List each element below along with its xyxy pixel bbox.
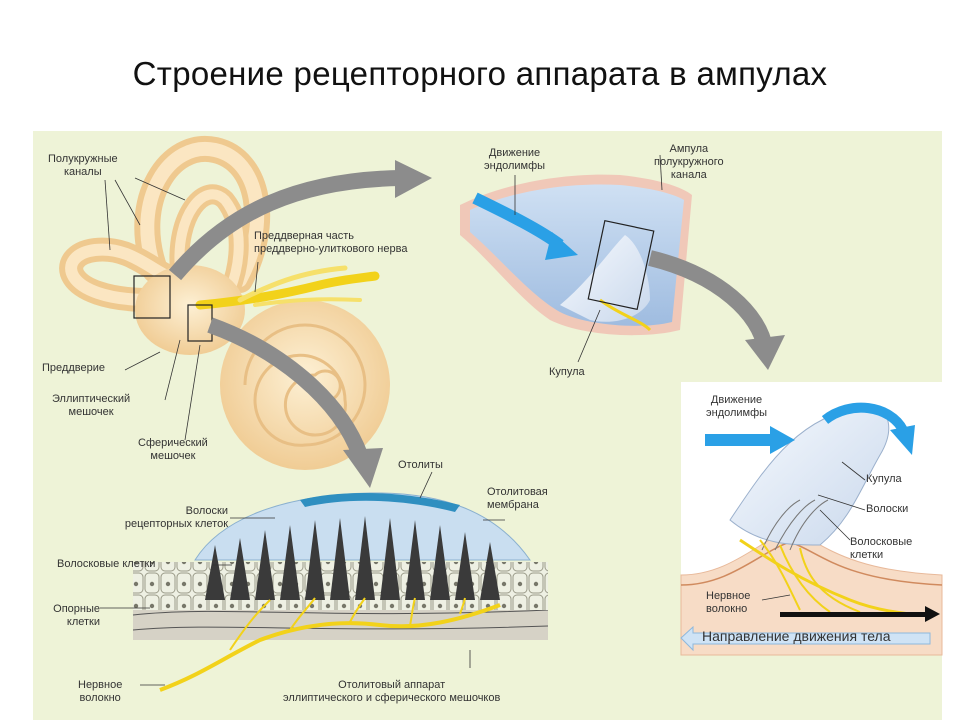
label-cupula-right: Купула xyxy=(866,473,902,485)
nerve-fiber-macula xyxy=(159,603,501,692)
arrow-to-macula xyxy=(207,317,368,458)
cupula-highlight-box xyxy=(587,219,655,311)
cupula-top xyxy=(560,235,650,322)
ampulla-drawing xyxy=(460,154,692,363)
label-hair-cells-left: Волосковые клетки xyxy=(57,558,156,570)
label-cupula-top: Купула xyxy=(549,366,585,378)
arrow-to-cupula-detail xyxy=(648,250,773,350)
ampulla-highlight-box xyxy=(133,275,171,319)
label-body-direction: Направление движения тела xyxy=(702,628,891,644)
cupula-detail-drawing xyxy=(680,382,943,656)
label-otoliths: Отолиты xyxy=(398,459,443,471)
arrow-to-ampulla xyxy=(168,170,401,281)
vestibular-nerve xyxy=(195,271,380,310)
hair-cells-group xyxy=(205,516,500,600)
macula-drawing xyxy=(100,471,549,692)
label-hairs-right: Волоски xyxy=(866,503,909,515)
label-vestibule: Преддверие xyxy=(42,362,105,374)
page-title: Строение рецепторного аппарата в ампулах xyxy=(132,55,828,92)
body-direction-arrow xyxy=(680,625,931,652)
